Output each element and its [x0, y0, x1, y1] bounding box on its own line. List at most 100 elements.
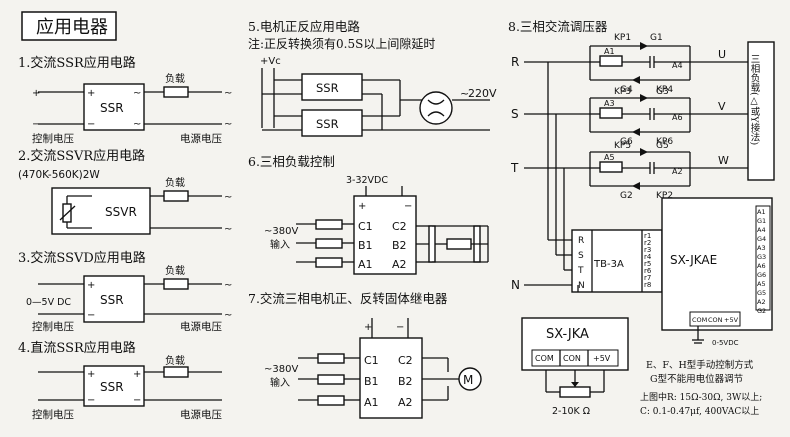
s8-jkae-pin-4: A3 [757, 244, 766, 252]
svg-text:+: + [87, 88, 95, 99]
s8-jkae-pin-9: G5 [757, 289, 766, 297]
svg-text:−: − [32, 119, 40, 130]
s8-jkae-pin-1: G1 [757, 217, 766, 225]
s6-title: 6.三相负载控制 [248, 154, 335, 169]
svg-text:+: + [87, 369, 95, 380]
s8-tb-out-0: r1 [644, 232, 651, 240]
s2-ssvr-label: SSVR [105, 205, 137, 219]
s8-a2: A2 [672, 167, 683, 176]
s4-ssr-label: SSR [100, 380, 124, 394]
s6-a1: A1 [358, 258, 373, 271]
s3-ssr-label: SSR [100, 293, 124, 307]
s8-jkae-pin-10: A2 [757, 298, 766, 306]
s7-c1: C1 [364, 354, 379, 367]
s7-motor-label: M [463, 373, 473, 387]
s8-dc-label: 0-5VDC [712, 339, 739, 347]
s3-ctrl-label: 控制电压 [32, 320, 74, 333]
s8-jka-com: COM [535, 354, 554, 363]
header-title: 应用电器 [36, 17, 108, 38]
s8-tb-out-1: r2 [644, 239, 651, 247]
s5-circuit: +Vc SSR SSR ~ 220V [260, 56, 497, 137]
s8-jkae-pin-5: G3 [757, 253, 766, 261]
s1-title: 1.交流SSR应用电路 [18, 55, 136, 71]
s8-scr-group-1: KP1 G1 A1 A4 G4 KP4 [589, 33, 748, 95]
svg-text:−: − [87, 395, 95, 406]
svg-text:~: ~ [224, 88, 232, 99]
svg-text:~: ~ [133, 119, 141, 130]
svg-text:~: ~ [460, 87, 469, 100]
s8-load-box [747, 41, 775, 181]
s3-load-label: 负载 [165, 264, 185, 277]
s8-g1: G1 [650, 33, 663, 43]
svg-text:−: − [133, 395, 141, 406]
svg-text:~: ~ [224, 310, 232, 321]
s1-ctrl-label: 控制电压 [32, 132, 74, 145]
s6-b1: B1 [358, 239, 373, 252]
svg-text:+: + [87, 280, 95, 291]
s1-ssr-label: SSR [100, 101, 124, 115]
svg-text:~: ~ [224, 224, 232, 235]
s5-title: 5.电机正反应用电路 [248, 19, 360, 34]
s8-jkae [661, 197, 773, 331]
s4-title: 4.直流SSR应用电路 [18, 340, 136, 356]
s8-g6: G6 [620, 137, 633, 147]
s8-u: U [718, 48, 726, 61]
s5-v220-label: 220V [468, 87, 497, 100]
s4-power-label: 电源电压 [180, 408, 222, 421]
s8-n: N [511, 278, 520, 292]
s3-dc-label: 0—5V DC [26, 297, 71, 308]
s8-jkae-pin-3: G4 [757, 235, 766, 243]
s8-jkae-pin-7: G6 [757, 271, 766, 279]
s8-kp2: KP2 [656, 191, 673, 201]
svg-text:+: + [32, 88, 40, 99]
s7-b2: B2 [398, 375, 413, 388]
s3-circuit: SSR + − ~ ~ 负载 0—5V DC 控制电压 电源电压 [26, 264, 232, 333]
s4-ctrl-label: 控制电压 [32, 408, 74, 421]
s8-jka [521, 317, 629, 371]
s8-g4: G4 [620, 85, 633, 95]
s8-jkae-pin-6: A6 [757, 262, 766, 270]
svg-text:+: + [358, 201, 366, 212]
s8-kp5: KP5 [614, 141, 631, 151]
s8-scr-group-3: KP5 G5 A5 A2 G2 KP2 [589, 141, 748, 201]
s8-note2: G型不能用电位器调节 [650, 373, 743, 385]
s8-kp3: KP3 [614, 87, 631, 97]
s7-380-label: ~380V [264, 364, 298, 375]
s8-jka-label: SX-JKA [546, 327, 589, 342]
s6-circuit: 3-32VDC + − C1 B1 A1 C2 B2 A2 ~380V 输入 [264, 175, 489, 275]
svg-text:+: + [364, 322, 372, 333]
s8-kp6: KP6 [656, 137, 673, 147]
s7-a2: A2 [398, 396, 413, 409]
s6-vdc-label: 3-32VDC [346, 175, 388, 186]
s8-a4: A4 [672, 61, 683, 70]
s8-tb-out-4: r5 [644, 260, 651, 268]
s7-input-label: 输入 [270, 376, 290, 389]
s8-g5: G5 [656, 141, 669, 151]
s8-v: V [718, 100, 726, 113]
s7-circuit: + − C1 B1 A1 C2 B2 A2 ~380V 输入 M [264, 318, 482, 419]
s8-g2: G2 [620, 191, 633, 201]
s8-jka-con: CON [563, 354, 581, 363]
s8-note1: E、F、H型手动控制方式 [646, 359, 754, 371]
s8-jkae-pin-2: A4 [757, 226, 766, 234]
svg-text:~: ~ [224, 192, 232, 203]
s8-load-label: 三相负载(△或Y接法) [749, 54, 761, 145]
s8-tb-out-2: r3 [644, 246, 651, 254]
s8-r: R [511, 55, 519, 69]
s8-jkae-pin-11: G2 [757, 307, 766, 315]
s8-jkae-5v: +5V [724, 316, 739, 324]
s1-power-label: 电源电压 [180, 132, 222, 145]
s8-s: S [511, 107, 519, 121]
s8-tb-label: TB-3A [593, 259, 624, 270]
s8-tb-out-3: r4 [644, 253, 652, 261]
s8-t: T [510, 161, 519, 175]
s8-tb-s: S [578, 251, 584, 261]
s8-tb-n: N [578, 281, 585, 291]
svg-text:−: − [87, 119, 95, 130]
s8-a5: A5 [604, 153, 615, 162]
s8-tb3a [571, 229, 663, 293]
s8-pot-label: 2-10K Ω [552, 406, 590, 417]
s4-load-label: 负载 [165, 354, 185, 367]
s6-input-label: 输入 [270, 238, 290, 251]
